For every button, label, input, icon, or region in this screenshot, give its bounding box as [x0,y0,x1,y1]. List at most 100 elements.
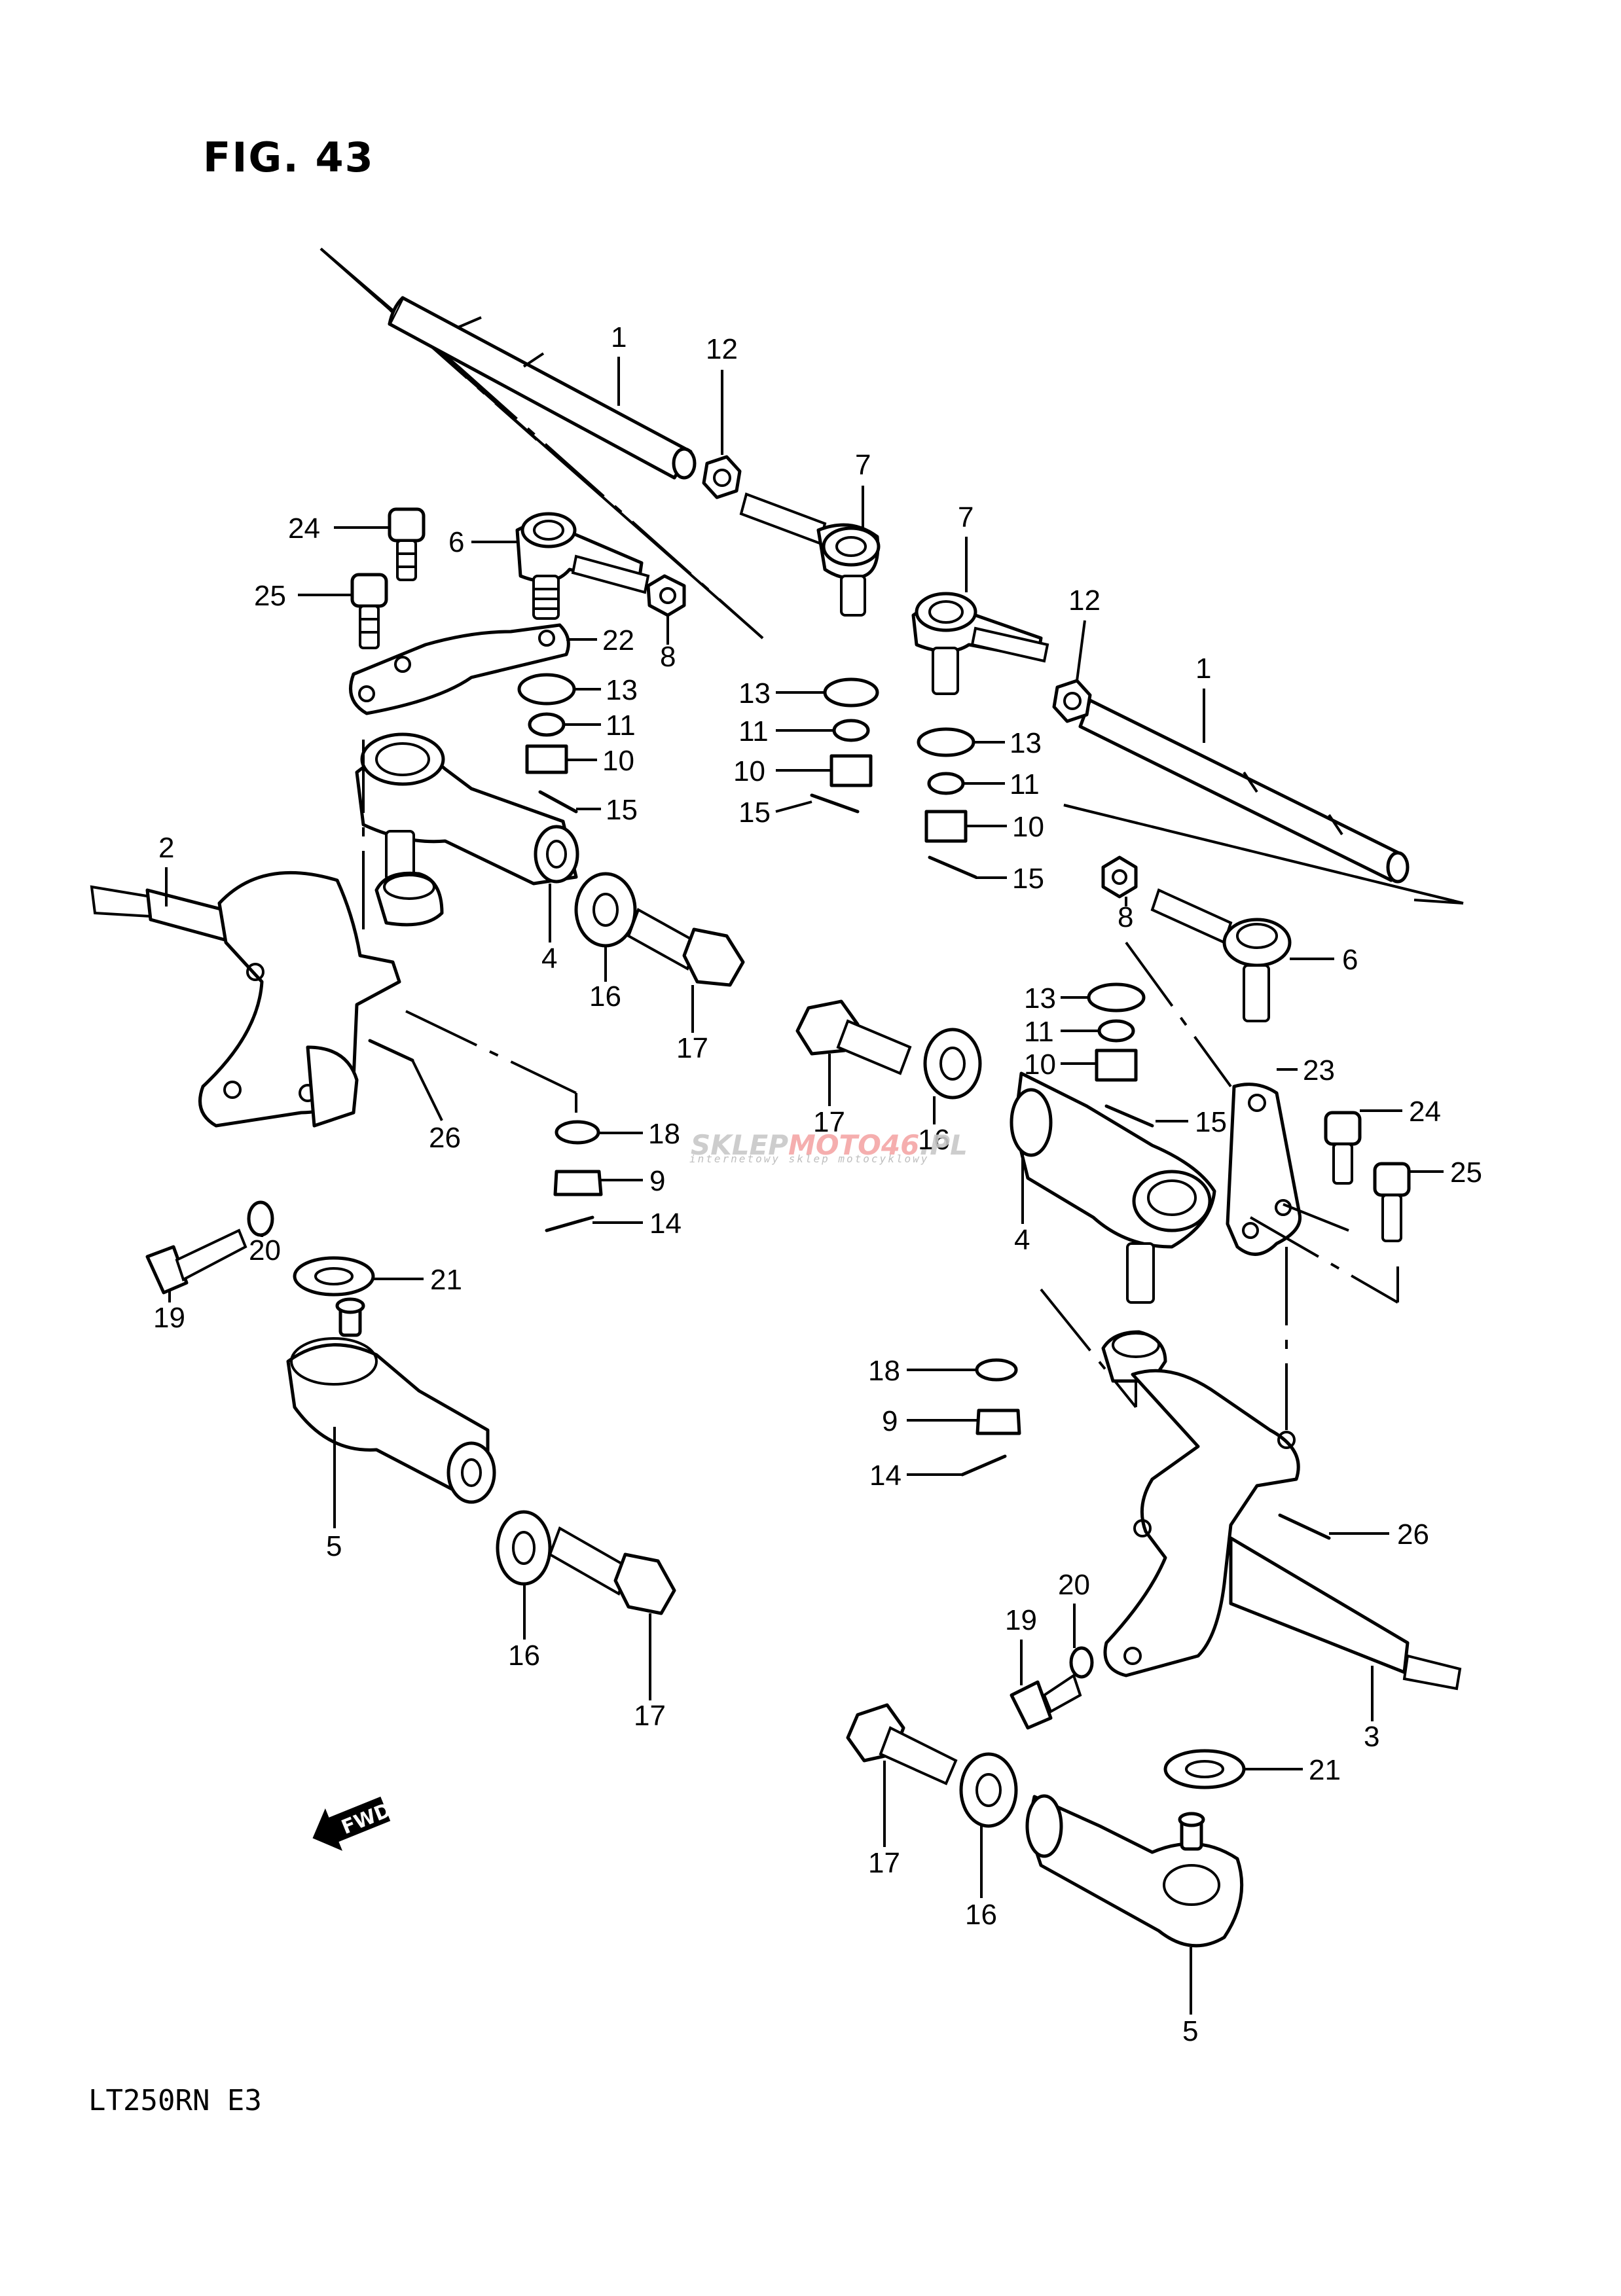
callout-26-left[interactable]: 26 [429,1122,461,1154]
cotter-15-right[interactable] [928,855,977,879]
callout-24-right[interactable]: 24 [1409,1096,1441,1128]
spacer-16-right-upper[interactable] [923,1028,982,1100]
nut-12-right[interactable] [1052,679,1092,723]
spacer-16-left-lower[interactable] [496,1510,552,1586]
callout-7-mid[interactable]: 7 [855,449,871,481]
callout-2[interactable]: 2 [158,832,174,864]
washer-11-mid[interactable] [832,719,870,742]
callout-11-right-lower[interactable]: 11 [1024,1016,1054,1048]
castle-nut-9-right[interactable] [975,1408,1021,1435]
callout-17-right-upper[interactable]: 17 [813,1106,845,1138]
callout-20-right[interactable]: 20 [1058,1569,1090,1601]
callout-17-left-upper[interactable]: 17 [676,1032,708,1064]
callout-4-left[interactable]: 4 [541,942,557,975]
callout-13-mid[interactable]: 13 [738,677,771,709]
callout-19-right[interactable]: 19 [1005,1604,1037,1636]
nut-8-left[interactable] [646,574,686,617]
callout-15-left[interactable]: 15 [606,794,638,826]
bolt-25-right[interactable] [1373,1162,1411,1242]
callout-16-right-lower[interactable]: 16 [965,1899,997,1931]
callout-20-left[interactable]: 20 [249,1234,281,1266]
washer-13-right-lower[interactable] [1087,982,1146,1013]
callout-16-left-lower[interactable]: 16 [508,1640,540,1672]
tie-rod-end-6-right[interactable] [1150,888,1292,1022]
callout-15-right-lower[interactable]: 15 [1195,1106,1227,1138]
callout-9-left[interactable]: 9 [649,1165,665,1197]
callout-12-right[interactable]: 12 [1068,584,1101,617]
bolt-17-right-upper[interactable] [795,999,912,1075]
callout-15-right[interactable]: 15 [1012,863,1044,895]
nut-10-right[interactable] [924,810,968,843]
callout-16-left-upper[interactable]: 16 [589,980,621,1013]
callout-5-right[interactable]: 5 [1182,2015,1198,2047]
washer-11-right-lower[interactable] [1097,1019,1135,1043]
nut-10-right-lower[interactable] [1095,1049,1138,1082]
rod-end-5-right[interactable] [1025,1794,1244,1948]
callout-11-right[interactable]: 11 [1010,768,1040,800]
callout-13-left[interactable]: 13 [606,674,638,706]
callout-17-right-lower[interactable]: 17 [868,1847,900,1879]
nut-10-mid[interactable] [829,754,873,787]
spacer-16-left-upper[interactable] [574,872,637,948]
washer-11-right[interactable] [927,772,965,795]
knuckle-2-left[interactable] [90,870,444,1128]
callout-10-left[interactable]: 10 [602,745,634,777]
nut-8-right[interactable] [1101,855,1138,899]
cotter-15-mid[interactable] [810,793,860,814]
callout-9-right[interactable]: 9 [882,1405,898,1437]
callout-19-left[interactable]: 19 [153,1302,185,1334]
nut-10-left[interactable] [525,744,568,774]
pin-26-left[interactable] [368,1039,414,1062]
washer-11-left[interactable] [528,712,566,737]
callout-21-right[interactable]: 21 [1309,1754,1341,1786]
washer-20-left[interactable] [247,1200,274,1237]
bolt-17-right-lower[interactable] [846,1703,958,1785]
callout-10-right[interactable]: 10 [1012,811,1044,843]
callout-21-left[interactable]: 21 [430,1264,462,1296]
cotter-15-right-lower[interactable] [1104,1104,1154,1128]
tie-rod-right[interactable] [1078,698,1410,884]
washer-21-right[interactable] [1163,1749,1246,1789]
callout-22[interactable]: 22 [602,624,634,656]
callout-23[interactable]: 23 [1303,1054,1335,1086]
callout-25-left[interactable]: 25 [254,580,286,612]
tie-rod-end-6-left[interactable] [515,512,650,620]
callout-26-right[interactable]: 26 [1397,1518,1429,1551]
callout-25-right[interactable]: 25 [1450,1157,1482,1189]
callout-6-right[interactable]: 6 [1342,944,1358,976]
bolt-24-left[interactable] [388,507,426,581]
plate-22[interactable] [349,623,570,715]
washer-13-right[interactable] [917,727,975,757]
callout-11-left[interactable]: 11 [606,709,636,742]
callout-14-right[interactable]: 14 [869,1460,902,1492]
callout-13-right[interactable]: 13 [1010,727,1042,759]
rod-end-5-left[interactable] [286,1297,496,1504]
bolt-19-left[interactable] [145,1229,247,1295]
bolt-24-right[interactable] [1324,1111,1362,1185]
plate-23[interactable] [1226,1083,1302,1256]
callout-18-right[interactable]: 18 [868,1355,900,1387]
drag-rod-end-4-left[interactable] [355,732,579,886]
washer-18-left[interactable] [555,1120,600,1145]
washer-18-right[interactable] [975,1358,1018,1382]
callout-1-left[interactable]: 1 [611,321,627,353]
tie-rod-end-7-mid[interactable] [739,492,881,617]
washer-13-left[interactable] [517,673,576,706]
callout-10-right-lower[interactable]: 10 [1024,1049,1056,1081]
callout-12-left[interactable]: 12 [706,333,738,365]
callout-3[interactable]: 3 [1364,1721,1379,1753]
callout-5-left[interactable]: 5 [326,1530,342,1562]
drag-rod-end-4-right[interactable] [1010,1071,1216,1304]
callout-7-right[interactable]: 7 [958,501,974,533]
callout-6-left[interactable]: 6 [448,526,464,558]
callout-11-mid[interactable]: 11 [738,715,769,747]
washer-20-right[interactable] [1069,1646,1094,1679]
tie-rod-left[interactable] [388,296,697,480]
spacer-16-right-lower[interactable] [959,1752,1018,1828]
callout-10-mid[interactable]: 10 [733,755,765,787]
callout-17-left-lower[interactable]: 17 [634,1700,666,1732]
callout-1-right[interactable]: 1 [1195,653,1211,685]
callout-8-left[interactable]: 8 [660,641,676,673]
callout-16-right-upper[interactable]: 16 [918,1124,950,1156]
callout-14-left[interactable]: 14 [649,1208,682,1240]
